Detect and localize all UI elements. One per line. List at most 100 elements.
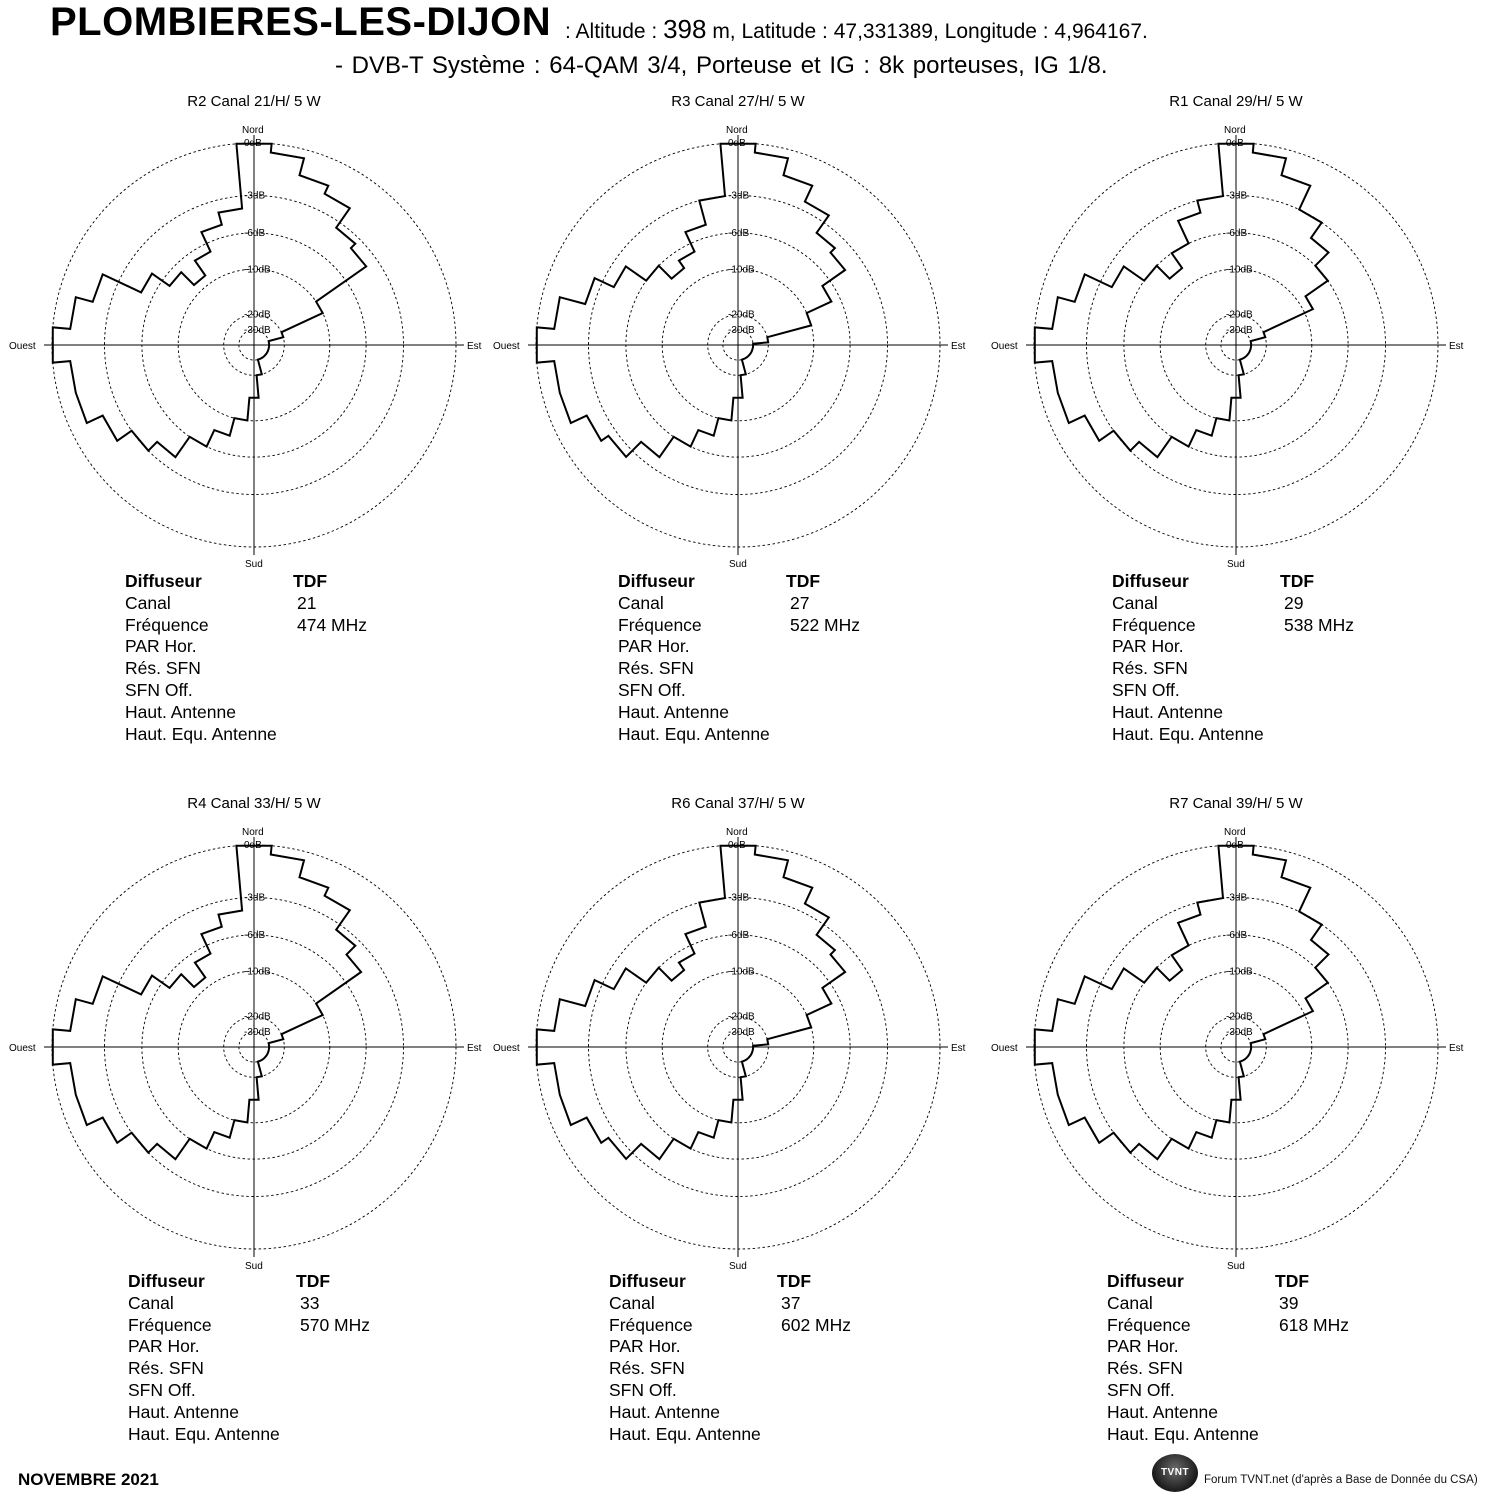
info-value: 538 MHz	[1284, 614, 1355, 635]
ring-label: -10dB	[728, 264, 755, 275]
altitude-value: 398	[663, 14, 707, 44]
info-value: 602 MHz	[781, 1314, 852, 1335]
info-value: 39	[1279, 1292, 1299, 1313]
info-value: 474 MHz	[297, 614, 368, 635]
info-value: TDF	[296, 1271, 331, 1291]
ring-label: -20dB	[728, 1012, 755, 1023]
chart-title: R3 Canal 27/H/ 5 W	[671, 93, 805, 110]
west-label: Ouest	[493, 341, 520, 352]
info-value: TDF	[777, 1271, 812, 1291]
polar-diagram: 0dB-3dB-6dB-10dB-20dB-30dBNordSudEstOues…	[9, 125, 482, 570]
east-label: Est	[467, 341, 482, 352]
panel-r7: R7 Canal 39/H/ 5 W 0dB-3dB-6dB-10dB-20dB…	[986, 795, 1486, 1495]
west-label: Ouest	[991, 341, 1018, 352]
polar-diagram: 0dB-3dB-6dB-10dB-20dB-30dBNordSudEstOues…	[9, 827, 482, 1272]
chart-title: R2 Canal 21/H/ 5 W	[187, 93, 321, 110]
ring-label: -10dB	[244, 966, 271, 977]
polar-diagram: 0dB-3dB-6dB-10dB-20dB-30dBNordSudEstOues…	[493, 827, 966, 1272]
panel-r3: R3 Canal 27/H/ 5 W 0dB-3dB-6dB-10dB-20dB…	[488, 93, 988, 793]
page-header: PLOMBIERES-LES-DIJON : Altitude : 398 m,…	[0, 0, 1500, 88]
ring-label: -6dB	[244, 930, 265, 941]
north-label: Nord	[726, 827, 748, 838]
west-label: Ouest	[493, 1043, 520, 1054]
info-value: TDF	[1275, 1271, 1310, 1291]
footer-credit: Forum TVNT.net (d'après a Base de Donnée…	[1204, 1474, 1478, 1486]
chart-title: R4 Canal 33/H/ 5 W	[187, 795, 321, 812]
info-value: TDF	[293, 571, 328, 591]
panel-r1: R1 Canal 29/H/ 5 W 0dB-3dB-6dB-10dB-20dB…	[986, 93, 1486, 793]
ring-label: -10dB	[1226, 264, 1253, 275]
ring-label: -6dB	[244, 228, 265, 239]
info-value: 29	[1284, 592, 1304, 613]
system-line: - DVB-T Système : 64-QAM 3/4, Porteuse e…	[335, 52, 1108, 79]
ring-label: -30dB	[728, 325, 755, 336]
info-value: TDF	[786, 571, 821, 591]
polar-diagram: 0dB-3dB-6dB-10dB-20dB-30dBNordSudEstOues…	[493, 125, 966, 570]
ring-label: -10dB	[244, 264, 271, 275]
info-value: TDF	[1280, 571, 1315, 591]
longitude: Longitude : 4,964167.	[944, 20, 1148, 43]
separator: :	[565, 20, 576, 43]
altitude-unit: m,	[712, 20, 736, 43]
south-label: Sud	[245, 559, 263, 570]
ring-label: -30dB	[1226, 1027, 1253, 1038]
north-label: Nord	[242, 125, 264, 136]
panel-r2: R2 Canal 21/H/ 5 W 0dB-3dB-6dB-10dB-20dB…	[4, 93, 504, 793]
polar-diagram: 0dB-3dB-6dB-10dB-20dB-30dBNordSudEstOues…	[991, 125, 1464, 570]
east-label: Est	[1449, 341, 1464, 352]
ring-label: -20dB	[1226, 1012, 1253, 1023]
info-value: 522 MHz	[790, 614, 861, 635]
ring-label: -20dB	[1226, 310, 1253, 321]
info-value: 618 MHz	[1279, 1314, 1350, 1335]
radiation-pattern	[51, 142, 368, 459]
ring-label: -30dB	[1226, 325, 1253, 336]
east-label: Est	[951, 1043, 966, 1054]
ring-label: -30dB	[244, 325, 271, 336]
radiation-pattern	[51, 844, 363, 1161]
ring-label: -10dB	[728, 966, 755, 977]
ring-label: -6dB	[1226, 930, 1247, 941]
ring-label: -3dB	[244, 191, 265, 202]
info-value: 21	[297, 592, 317, 613]
ring-label: -3dB	[728, 191, 749, 202]
chart-title: R7 Canal 39/H/ 5 W	[1169, 795, 1303, 812]
radiation-pattern	[535, 142, 847, 459]
ring-label: -6dB	[728, 930, 749, 941]
west-label: Ouest	[9, 341, 36, 352]
panel-r4: R4 Canal 33/H/ 5 W 0dB-3dB-6dB-10dB-20dB…	[4, 795, 504, 1495]
east-label: Est	[467, 1043, 482, 1054]
site-coordinates: : Altitude : 398 m, Latitude : 47,331389…	[565, 14, 1148, 44]
north-label: Nord	[242, 827, 264, 838]
latitude: Latitude : 47,331389,	[741, 20, 939, 43]
info-value: 33	[300, 1292, 320, 1313]
ring-label: -10dB	[1226, 966, 1253, 977]
info-value: 570 MHz	[300, 1314, 371, 1335]
south-label: Sud	[1227, 1261, 1245, 1272]
ring-label: -3dB	[1226, 191, 1247, 202]
west-label: Ouest	[991, 1043, 1018, 1054]
ring-label: -3dB	[244, 893, 265, 904]
radiation-pattern	[535, 844, 847, 1161]
south-label: Sud	[729, 559, 747, 570]
ring-label: -30dB	[728, 1027, 755, 1038]
west-label: Ouest	[9, 1043, 36, 1054]
chart-title: R1 Canal 29/H/ 5 W	[1169, 93, 1303, 110]
site-name: PLOMBIERES-LES-DIJON	[50, 0, 552, 44]
ring-label: -20dB	[244, 310, 271, 321]
east-label: Est	[1449, 1043, 1464, 1054]
ring-label: -6dB	[728, 228, 749, 239]
south-label: Sud	[729, 1261, 747, 1272]
radiation-pattern	[1033, 844, 1330, 1161]
north-label: Nord	[1224, 827, 1246, 838]
altitude-label: Altitude	[575, 20, 646, 43]
north-label: Nord	[726, 125, 748, 136]
ring-label: -6dB	[1226, 228, 1247, 239]
north-label: Nord	[1224, 125, 1246, 136]
south-label: Sud	[1227, 559, 1245, 570]
ring-label: -20dB	[244, 1012, 271, 1023]
panel-r6: R6 Canal 37/H/ 5 W 0dB-3dB-6dB-10dB-20dB…	[488, 795, 988, 1495]
radiation-pattern	[1033, 142, 1330, 459]
chart-title: R6 Canal 37/H/ 5 W	[671, 795, 805, 812]
ring-label: -20dB	[728, 310, 755, 321]
south-label: Sud	[245, 1261, 263, 1272]
